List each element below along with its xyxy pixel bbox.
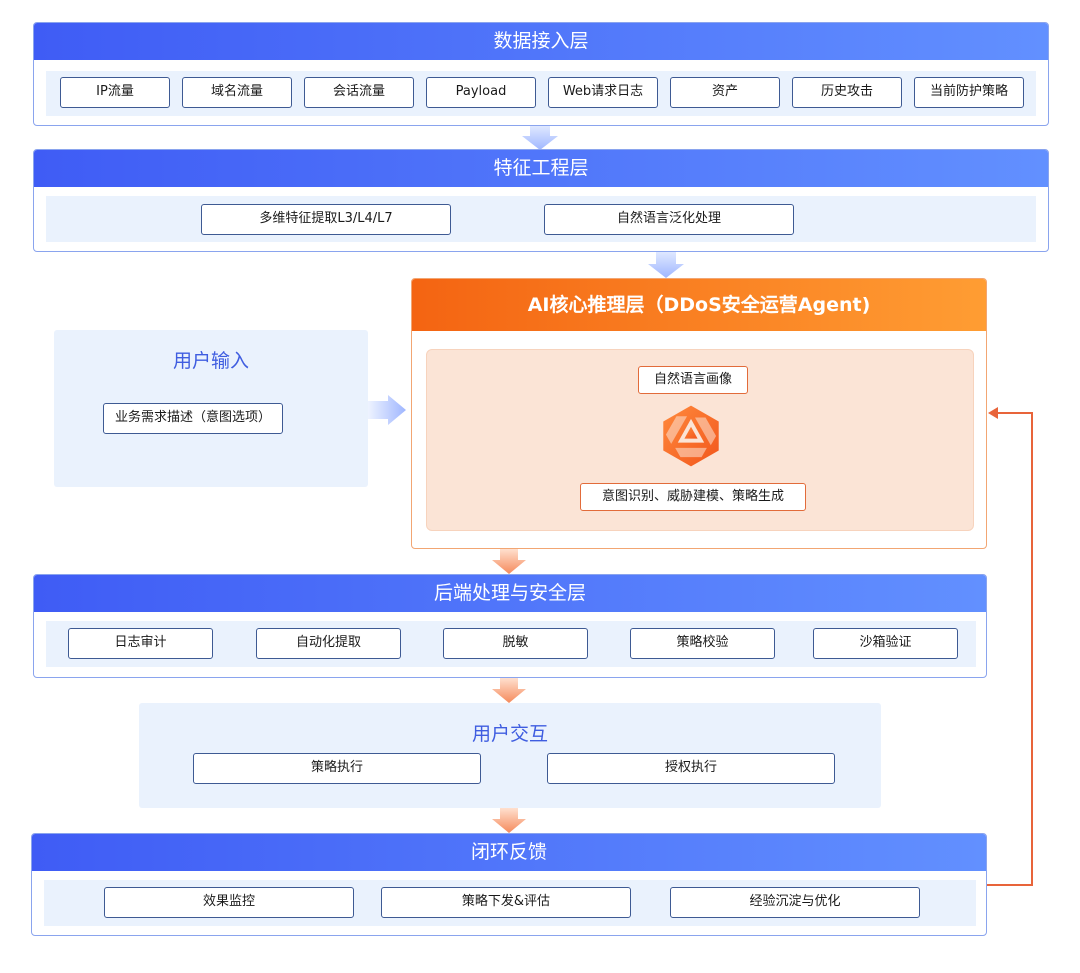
arrow-userinput-to-ai: [368, 395, 406, 425]
arrow-ai-to-backend: [492, 549, 526, 574]
data-item-domain-traffic: 域名流量: [182, 77, 292, 108]
data-item-payload: Payload: [426, 77, 536, 108]
user-input-title: 用户输入: [172, 350, 249, 372]
ai-item-nl-profile: 自然语言画像: [638, 366, 748, 394]
arrow-feature-to-ai: [648, 252, 684, 278]
feedback-loop-line: [987, 412, 1033, 886]
feature-item-nl-generalization: 自然语言泛化处理: [544, 204, 794, 235]
backend-item-desensitize: 脱敏: [443, 628, 588, 659]
data-item-current-policy: 当前防护策略: [914, 77, 1024, 108]
data-item-ip-traffic: IP流量: [60, 77, 170, 108]
feedback-item-policy-deploy-evaluate: 策略下发&评估: [381, 887, 631, 918]
data-item-session-traffic: 会话流量: [304, 77, 414, 108]
backend-item-sandbox-verify: 沙箱验证: [813, 628, 958, 659]
arrow-backend-to-interaction: [492, 678, 526, 703]
interaction-item-policy-execute: 策略执行: [193, 753, 481, 784]
feedback-layer: 闭环反馈 效果监控 策略下发&评估 经验沉淀与优化: [31, 833, 987, 936]
feature-engineering-layer-title: 特征工程层: [34, 150, 1048, 187]
feedback-item-experience-optimize: 经验沉淀与优化: [670, 887, 920, 918]
feature-engineering-layer: 特征工程层 多维特征提取L3/L4/L7 自然语言泛化处理: [33, 149, 1049, 252]
ai-core-layer-title: AI核心推理层（DDoS安全运营Agent): [412, 279, 986, 331]
user-input-panel: 用户输入 业务需求描述（意图选项）: [54, 330, 368, 487]
backend-item-policy-check: 策略校验: [630, 628, 775, 659]
feedback-item-effect-monitor: 效果监控: [104, 887, 354, 918]
data-access-layer-title: 数据接入层: [34, 23, 1048, 60]
ai-core-layer-body: 自然语言画像 意图识别、威胁建模、策略生成: [426, 349, 974, 531]
data-item-attack-history: 历史攻击: [792, 77, 902, 108]
arrow-interaction-to-feedback: [492, 808, 526, 833]
backend-item-log-audit: 日志审计: [68, 628, 213, 659]
qwen-logo-icon: [663, 405, 719, 467]
feedback-loop-arrowhead: [988, 407, 998, 419]
backend-security-layer: 后端处理与安全层 日志审计 自动化提取 脱敏 策略校验 沙箱验证: [33, 574, 987, 678]
user-input-requirement-item: 业务需求描述（意图选项）: [103, 403, 283, 434]
arrow-data-to-feature: [522, 126, 558, 150]
data-access-layer: 数据接入层 IP流量 域名流量 会话流量 Payload Web请求日志 资产 …: [33, 22, 1049, 126]
ai-core-reasoning-layer: AI核心推理层（DDoS安全运营Agent) 自然语言画像 意图识别、威胁建模、…: [411, 278, 987, 549]
data-item-assets: 资产: [670, 77, 780, 108]
backend-security-layer-title: 后端处理与安全层: [34, 575, 986, 612]
ai-item-intent-threat-policy: 意图识别、威胁建模、策略生成: [580, 483, 806, 511]
data-item-web-request-log: Web请求日志: [548, 77, 658, 108]
feedback-layer-title: 闭环反馈: [32, 834, 986, 871]
feature-engineering-layer-body: [46, 196, 1036, 242]
interaction-item-authorized-execute: 授权执行: [547, 753, 835, 784]
user-interaction-panel: 用户交互 策略执行 授权执行: [139, 703, 881, 808]
user-interaction-title: 用户交互: [471, 723, 548, 745]
feature-item-multidim-extraction: 多维特征提取L3/L4/L7: [201, 204, 451, 235]
backend-item-auto-extract: 自动化提取: [256, 628, 401, 659]
